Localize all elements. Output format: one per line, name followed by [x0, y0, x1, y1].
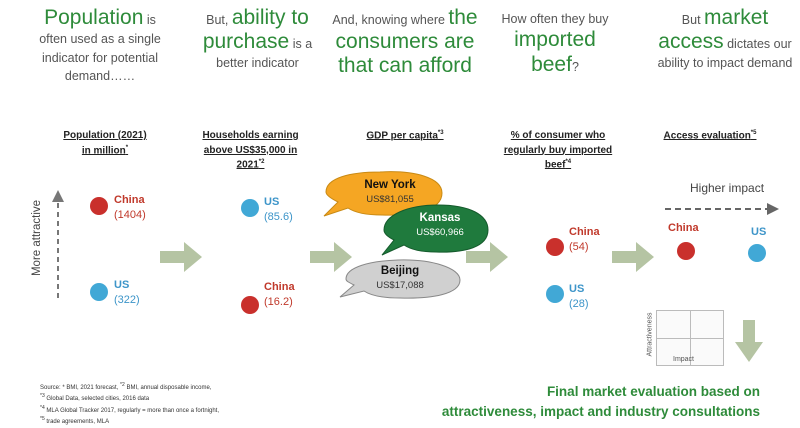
population-us-label: US (322)	[114, 279, 140, 306]
access-china-label: China	[668, 222, 699, 234]
bubble-kansas-text: Kansas US$60,966	[416, 212, 464, 238]
axis-label-more-attractive: More attractive	[31, 199, 43, 277]
access-us-dot	[748, 244, 766, 262]
access-us-label: US	[751, 226, 767, 238]
higher-impact-label: Higher impact	[690, 181, 765, 195]
matrix-divider-horizontal	[657, 338, 723, 339]
flow-arrow-1	[160, 242, 202, 272]
access-china-dot	[677, 242, 695, 260]
households-china-label: China (16.2)	[264, 281, 295, 308]
households-us-label: US (85.6)	[264, 196, 293, 223]
attractiveness-axis-arrow	[52, 190, 64, 298]
population-us-dot	[90, 283, 108, 301]
bubble-new-york	[323, 171, 443, 217]
column-heading-imported-beef: % of consumer who regularly buy imported…	[503, 130, 613, 171]
population-china-label: China (1404)	[114, 194, 146, 221]
column-heading-gdp: GDP per capita*3	[366, 130, 444, 142]
population-china-dot	[90, 197, 108, 215]
beef-china-label: China (54)	[569, 226, 600, 253]
down-arrow	[735, 320, 763, 362]
flow-arrow-4	[612, 242, 654, 272]
evaluation-matrix	[656, 310, 724, 366]
flow-arrow-2	[310, 242, 352, 272]
households-us-dot	[241, 199, 259, 217]
bubble-new-york-text: New York US$81,055	[364, 179, 416, 205]
header-consumers-can-afford: And, knowing where the consumers are tha…	[332, 6, 478, 78]
gdp-speech-bubbles	[323, 171, 489, 299]
bubble-kansas	[381, 204, 489, 256]
households-china-dot	[241, 296, 259, 314]
bubble-beijing	[339, 259, 461, 299]
beef-us-dot	[546, 285, 564, 303]
header-ability-to-purchase: But, ability to purchase is a better ind…	[202, 6, 313, 71]
bubble-beijing-text: Beijing US$17,088	[376, 265, 424, 291]
flow-arrow-3	[466, 242, 508, 272]
column-heading-households: Households earning above US$35,000 in 20…	[202, 130, 299, 171]
matrix-y-label: Attractiveness	[646, 312, 654, 357]
source-notes: Source: * BMI, 2021 forecast, *2 BMI, an…	[40, 382, 219, 425]
header-population: Population is often used as a single ind…	[39, 6, 161, 83]
column-heading-access: Access evaluation*5	[663, 130, 757, 142]
higher-impact-arrow	[665, 203, 779, 215]
final-evaluation-text: Final market evaluation based on attract…	[441, 384, 760, 419]
matrix-x-label: Impact	[673, 356, 695, 363]
beef-us-label: US (28)	[569, 283, 589, 310]
column-heading-population: Population (2021) in million*	[63, 130, 147, 156]
beef-china-dot	[546, 238, 564, 256]
header-imported-beef: How often they buy imported beef?	[501, 12, 609, 76]
header-market-access: But market access dictates our ability t…	[657, 6, 793, 71]
